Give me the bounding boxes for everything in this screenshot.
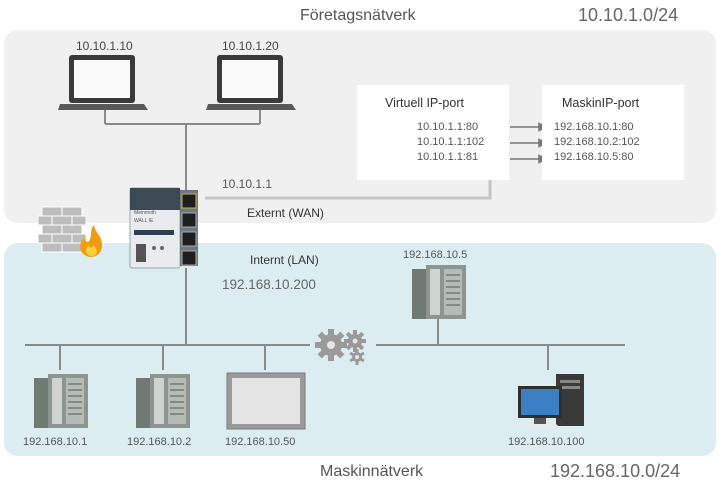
plc-icon — [34, 374, 88, 428]
corporate-subnet-label: 10.10.1.0/24 — [578, 5, 679, 25]
virtual-port-box: Virtuell IP-port 10.10.1.1:80 10.10.1.1:… — [357, 85, 509, 180]
wan-ip: 10.10.1.1 — [222, 177, 273, 191]
plc-icon — [412, 265, 466, 319]
machine-network-zone — [4, 243, 716, 456]
gateway-brand: Meinmoth — [134, 210, 156, 216]
virtual-port-row: 10.10.1.1:80 — [417, 121, 479, 133]
lan-ip: 192.168.10.200 — [222, 277, 316, 292]
corporate-network-title: Företagsnätverk — [300, 7, 416, 24]
virtual-port-header: Virtuell IP-port — [385, 96, 464, 110]
device-ip: 192.168.10.50 — [225, 436, 296, 448]
laptop-icon — [58, 55, 148, 110]
device-ip: 192.168.10.100 — [508, 436, 585, 448]
gateway-model: WALL IE — [134, 218, 154, 224]
device-ip: 192.168.10.1 — [23, 436, 88, 448]
firewall-icon — [38, 206, 102, 257]
laptop-icon — [206, 55, 296, 110]
machine-subnet-label: 192.168.10.0/24 — [550, 461, 681, 481]
plc-icon — [136, 374, 190, 428]
virtual-port-row: 10.10.1.1:102 — [417, 136, 485, 148]
laptop-2-ip: 10.10.1.20 — [222, 39, 279, 53]
desktop-computer-icon — [518, 374, 584, 428]
device-ip: 192.168.10.5 — [403, 249, 468, 261]
hmi-panel-icon — [226, 372, 306, 430]
machine-port-header: MaskinIP-port — [562, 96, 640, 110]
gateway-device — [129, 187, 198, 269]
laptop-1-ip: 10.10.1.10 — [76, 39, 133, 53]
machine-network-title: Maskinnätverk — [320, 463, 424, 480]
machine-port-row: 192.168.10.1:80 — [554, 121, 634, 133]
machine-port-row: 192.168.10.5:80 — [554, 151, 634, 163]
lan-label: Internt (LAN) — [250, 253, 319, 267]
gears-icon — [315, 329, 366, 365]
device-ip: 192.168.10.2 — [127, 436, 192, 448]
wan-label: Externt (WAN) — [247, 206, 324, 220]
machine-port-box: MaskinIP-port 192.168.10.1:80 192.168.10… — [542, 85, 684, 180]
virtual-port-row: 10.10.1.1:81 — [417, 151, 479, 163]
machine-port-row: 192.168.10.2:102 — [554, 136, 640, 148]
